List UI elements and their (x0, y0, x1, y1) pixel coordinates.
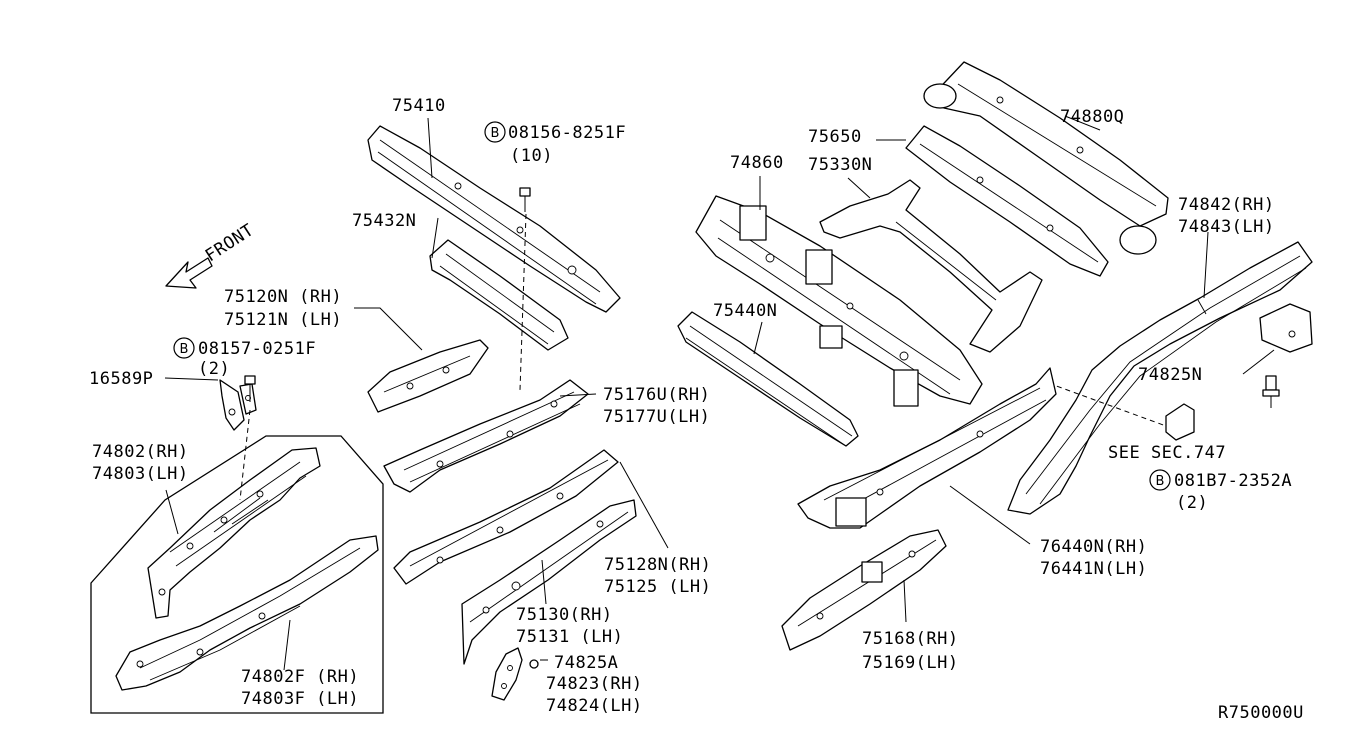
label-75128n: 75128N(RH) (604, 555, 711, 575)
bracket-75432n (429, 239, 569, 351)
label-74824: 74824(LH) (546, 696, 643, 716)
label-76441n: 76441N(LH) (1040, 559, 1147, 579)
label-75120n: 75120N (RH) (224, 287, 342, 307)
label-75168: 75168(RH) (862, 629, 959, 649)
label-08157: 08157-0251F (198, 339, 316, 359)
label-75410: 75410 (392, 96, 446, 116)
assembly-box-74802 (90, 435, 384, 714)
centerline-right (1039, 379, 1167, 427)
bolt-081b7-icon (1262, 375, 1280, 408)
crossmember-75330n (819, 179, 1043, 353)
label-75130: 75130(RH) (516, 605, 613, 625)
floor-member-75128n (393, 449, 619, 585)
bolt-symbol-08156-icon: B (484, 121, 506, 143)
bracket-sec747 (1165, 403, 1195, 441)
rail-74802f (115, 535, 379, 691)
bracket-16589p (219, 379, 257, 431)
label-74803: 74803(LH) (92, 464, 189, 484)
label-75169: 75169(LH) (862, 653, 959, 673)
label-08156-qty: (10) (510, 146, 553, 166)
label-08157-qty: (2) (198, 359, 230, 379)
label-75121n: 75121N (LH) (224, 310, 342, 330)
label-75176u: 75176U(RH) (603, 385, 710, 405)
label-74880q: 74880Q (1060, 107, 1124, 127)
leader-lines (164, 115, 1275, 671)
label-081b7: 081B7-2352A (1174, 471, 1292, 491)
label-74803f: 74803F (LH) (241, 689, 359, 709)
crossmember-74880q (923, 61, 1169, 255)
crossmember-74860 (695, 195, 983, 407)
rail-75130 (461, 499, 637, 665)
label-75650: 75650 (808, 127, 862, 147)
label-081b7-qty: (2) (1176, 493, 1208, 513)
crossmember-75440n (677, 311, 859, 447)
bolt-symbol-08157-icon: B (173, 337, 195, 359)
plate-74823 (491, 647, 523, 701)
bracket-75120n (367, 339, 489, 413)
label-74802f: 74802F (RH) (241, 667, 359, 687)
floor-member-75176u (383, 379, 589, 493)
diagram-code: R750000U (1218, 703, 1304, 723)
bracket-74825n (1259, 303, 1313, 353)
front-arrow-icon (165, 257, 213, 289)
bolt-08157-icon (244, 375, 256, 402)
svg-text:B: B (491, 126, 500, 141)
crossmember-75650 (905, 125, 1109, 277)
rail-76440n (797, 367, 1057, 529)
label-75330n: 75330N (808, 155, 872, 175)
label-76440n: 76440N(RH) (1040, 537, 1147, 557)
label-74860: 74860 (730, 153, 784, 173)
rail-75168 (781, 529, 947, 651)
label-see-sec747: SEE SEC.747 (1108, 443, 1226, 463)
centerline-mid (519, 213, 527, 391)
label-75125: 75125 (LH) (604, 577, 711, 597)
label-74823: 74823(RH) (546, 674, 643, 694)
svg-text:B: B (180, 342, 189, 357)
label-75177u: 75177U(LH) (603, 407, 710, 427)
bolt-08156-icon (519, 187, 531, 212)
label-16589p: 16589P (89, 369, 153, 389)
label-74825n: 74825N (1138, 365, 1202, 385)
rail-74802 (147, 447, 321, 619)
label-75131: 75131 (LH) (516, 627, 623, 647)
label-74842: 74842(RH) (1178, 195, 1275, 215)
label-74843: 74843(LH) (1178, 217, 1275, 237)
label-75440n: 75440N (713, 301, 777, 321)
label-74802: 74802(RH) (92, 442, 189, 462)
centerline-left (239, 409, 251, 501)
svg-text:B: B (1156, 474, 1165, 489)
label-08156: 08156-8251F (508, 123, 626, 143)
bolt-74825a-icon (529, 659, 539, 669)
label-74825a: 74825A (554, 653, 618, 673)
label-75432n: 75432N (352, 211, 416, 231)
front-label: FRONT (202, 220, 258, 266)
bolt-symbol-081b7-icon: B (1149, 469, 1171, 491)
side-rail-74842 (1007, 241, 1313, 515)
